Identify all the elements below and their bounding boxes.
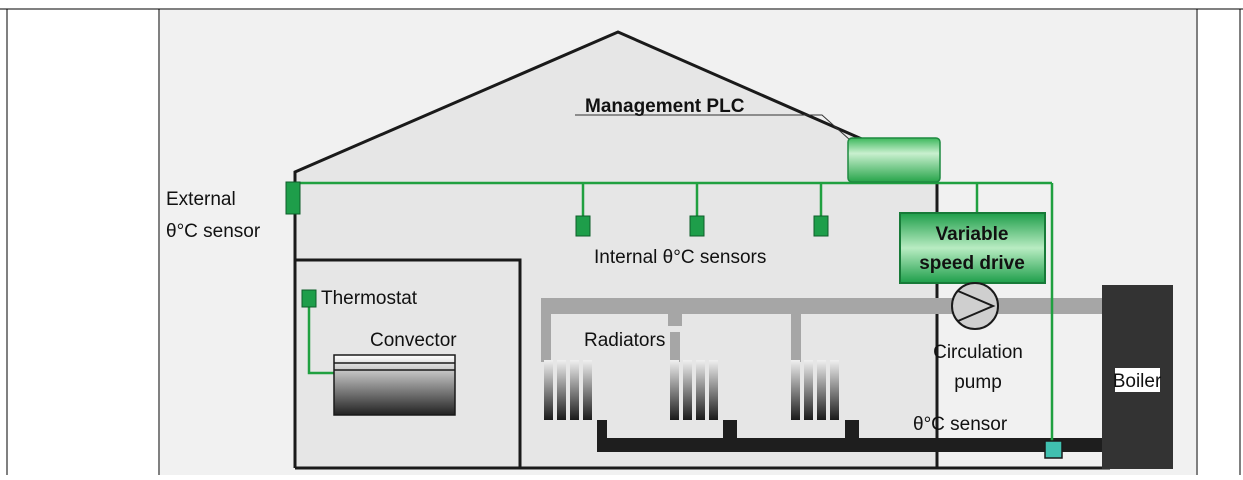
radiator-middle xyxy=(670,360,718,420)
pump-label-2: pump xyxy=(954,372,1002,393)
external-sensor xyxy=(285,181,301,215)
vsd-label-2: speed drive xyxy=(919,253,1025,274)
radiators-label: Radiators xyxy=(584,330,665,351)
external-sensor-label-1: External xyxy=(166,189,236,210)
plc-callout-line xyxy=(575,114,851,141)
convector-label: Convector xyxy=(370,330,457,351)
internal-sensor-3 xyxy=(813,215,829,237)
boiler-label: Boiler xyxy=(1113,371,1162,392)
radiator-right xyxy=(791,360,839,420)
flow-temperature-sensor xyxy=(1044,440,1063,459)
page-frame xyxy=(0,8,1243,475)
management-plc xyxy=(847,137,941,183)
internal-sensor-1 xyxy=(575,215,591,237)
flow-sensor-label: θ°C sensor xyxy=(913,414,1008,435)
management-plc-label: Management PLC xyxy=(585,96,745,117)
interior-wall xyxy=(295,258,522,468)
thermostat-label: Thermostat xyxy=(321,288,418,309)
return-pipe xyxy=(597,420,1115,452)
circulation-pump-icon xyxy=(951,282,999,330)
signal-wiring xyxy=(294,181,1054,443)
convector-unit xyxy=(333,354,456,416)
thermostat-sensor xyxy=(301,289,317,308)
internal-sensors-label: Internal θ°C sensors xyxy=(594,247,766,268)
vsd-label-1: Variable xyxy=(936,224,1009,245)
external-sensor-label-2: θ°C sensor xyxy=(166,221,261,242)
internal-sensor-2 xyxy=(689,215,705,237)
boiler-label-box xyxy=(1115,368,1160,392)
radiator-left xyxy=(544,360,592,420)
pump-label-1: Circulation xyxy=(933,342,1023,363)
